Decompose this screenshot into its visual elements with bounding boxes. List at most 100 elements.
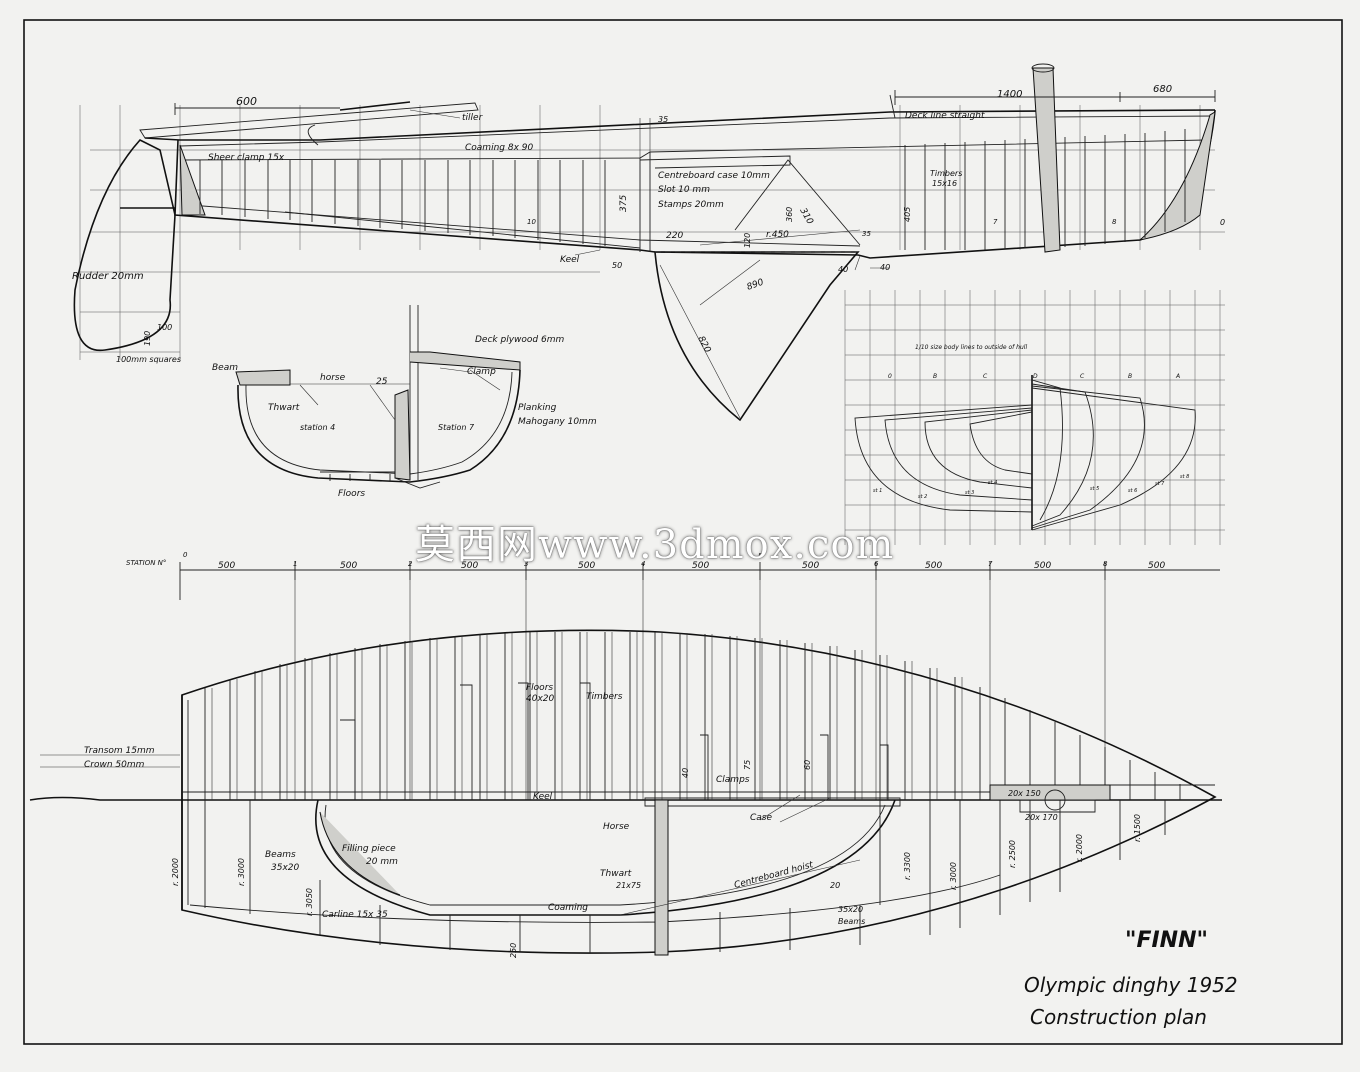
dim-890: 890 xyxy=(746,277,766,292)
dim-20x170: 20x 170 xyxy=(1025,813,1058,822)
station-mark-0: 0 xyxy=(183,551,188,559)
label-rudder: Rudder 20mm xyxy=(72,271,144,282)
sheet-border xyxy=(23,19,1343,1045)
label-clamps-plan: Clamps xyxy=(716,775,750,785)
body-plan-note: 1/10 size body lines to outside of hull xyxy=(915,344,1027,351)
radius-6: r. 2500 xyxy=(1008,840,1017,868)
label-coaming-plan: Coaming xyxy=(548,903,588,913)
radius-2: r. 3000 xyxy=(237,858,246,886)
label-beams2: Beams xyxy=(838,917,865,926)
profile-grid xyxy=(79,105,1225,360)
dim-35-profile: 35 xyxy=(862,230,871,238)
spacing-7: 500 xyxy=(925,561,942,571)
label-tiller: tiller xyxy=(462,113,484,123)
station-mark-1: 1 xyxy=(293,560,297,568)
body-station-4: D xyxy=(1033,373,1038,380)
radius-4: r. 3300 xyxy=(903,852,912,880)
label-timbers-size: 15x16 xyxy=(932,179,957,188)
dim-600: 600 xyxy=(236,95,257,108)
label-filling-size: 20 mm xyxy=(366,857,398,867)
midship-section xyxy=(235,305,521,489)
dim-40a: 40 xyxy=(838,265,848,274)
dim-375: 375 xyxy=(619,195,629,212)
body-label-7: st 7 xyxy=(1155,481,1165,487)
dim-310: 310 xyxy=(797,207,814,227)
label-transom: Transom 15mm xyxy=(84,746,155,756)
dim-75-plan: 75 xyxy=(743,760,752,770)
station-number-10: 10 xyxy=(527,218,536,226)
label-floors-section: Floors xyxy=(338,489,365,499)
label-beams-size: 35x20 xyxy=(271,863,300,873)
label-station-number: STATION N° xyxy=(126,559,166,567)
spacing-1: 500 xyxy=(218,561,235,571)
dim-20-plan: 20 xyxy=(830,881,840,890)
label-stamps: Stamps 20mm xyxy=(658,200,724,210)
dim-250: 250 xyxy=(509,943,518,958)
watermark-text: 莫西网www.3dmox.com xyxy=(415,522,895,568)
label-clamp: Clamp xyxy=(467,367,496,377)
station-mark-3: 3 xyxy=(524,560,528,568)
label-keel-profile: Keel xyxy=(560,255,580,265)
zero-mark: 0 xyxy=(1220,218,1225,227)
label-planking: Planking xyxy=(518,403,557,413)
section-labels: Beam horse 25 Deck plywood 6mm Clamp Thw… xyxy=(212,335,597,499)
dim-40b: 40 xyxy=(880,263,890,272)
dim-220: 220 xyxy=(666,231,683,241)
label-horse-plan: Horse xyxy=(603,822,630,832)
dim-25: 25 xyxy=(376,377,388,387)
radius-3: r. 3050 xyxy=(305,888,314,916)
dim-20x150: 20x 150 xyxy=(1008,789,1041,798)
label-floors-size: 40x20 xyxy=(526,694,555,704)
dim-35: 35 xyxy=(658,115,668,124)
spacing-8: 500 xyxy=(1034,561,1051,571)
dim-360: 360 xyxy=(785,207,794,222)
label-beams: Beams xyxy=(265,850,296,860)
dim-1400: 1400 xyxy=(997,89,1022,100)
radius-1: r. 2000 xyxy=(171,858,180,886)
label-timbers: Timbers xyxy=(930,169,962,178)
station-mark-6: 6 xyxy=(874,560,879,568)
dim-r450: r.450 xyxy=(766,230,789,240)
station-number-8: 8 xyxy=(1112,218,1117,226)
station-mark-7: 7 xyxy=(988,560,993,568)
label-slot: Slot 10 mm xyxy=(658,185,710,195)
body-station-7: A xyxy=(1175,373,1180,380)
title-line-2: Construction plan xyxy=(1030,1005,1207,1029)
dim-100: 100 xyxy=(157,323,172,332)
label-centreboard-hoist: Centreboard hoist xyxy=(733,860,815,891)
spacing-2: 500 xyxy=(340,561,357,571)
body-station-6: B xyxy=(1128,373,1132,380)
body-station-5: C xyxy=(1080,373,1085,380)
body-plan-labels: 1/10 size body lines to outside of hull … xyxy=(873,344,1189,500)
title-line-1: Olympic dinghy 1952 xyxy=(1024,973,1238,997)
dim-680: 680 xyxy=(1153,84,1172,95)
label-beams2-size: 35x20 xyxy=(838,905,863,914)
label-timbers-plan: Timbers xyxy=(586,692,623,702)
label-station-4: station 4 xyxy=(300,423,335,432)
label-filling-piece: Filling piece xyxy=(342,844,396,854)
body-label-5: st 5 xyxy=(1090,486,1099,492)
label-thwart-section: Thwart xyxy=(268,403,300,413)
radius-7: r. 2000 xyxy=(1075,834,1084,862)
body-label-4: st 4 xyxy=(988,480,997,486)
label-thwart-size: 21x75 xyxy=(616,881,641,890)
spacing-9: 500 xyxy=(1148,561,1165,571)
body-label-2: st 2 xyxy=(918,494,927,500)
label-centreboard-case: Centreboard case 10mm xyxy=(658,171,770,181)
label-case: Case xyxy=(750,813,772,823)
spacing-3: 500 xyxy=(461,561,478,571)
station-mark-2: 2 xyxy=(408,560,413,568)
label-horse: horse xyxy=(320,373,346,383)
body-label-3: st 3 xyxy=(965,490,974,496)
label-deck-line: Deck line straight xyxy=(905,111,985,121)
body-plan xyxy=(844,290,1225,545)
label-keel-plan: Keel xyxy=(533,792,553,802)
dim-60-plan: 60 xyxy=(803,760,812,770)
radius-8: r. 1500 xyxy=(1133,814,1142,842)
label-station-7: Station 7 xyxy=(438,423,475,432)
label-beam: Beam xyxy=(212,363,238,373)
spacing-6: 500 xyxy=(802,561,819,571)
body-label-8: st 8 xyxy=(1180,474,1189,480)
